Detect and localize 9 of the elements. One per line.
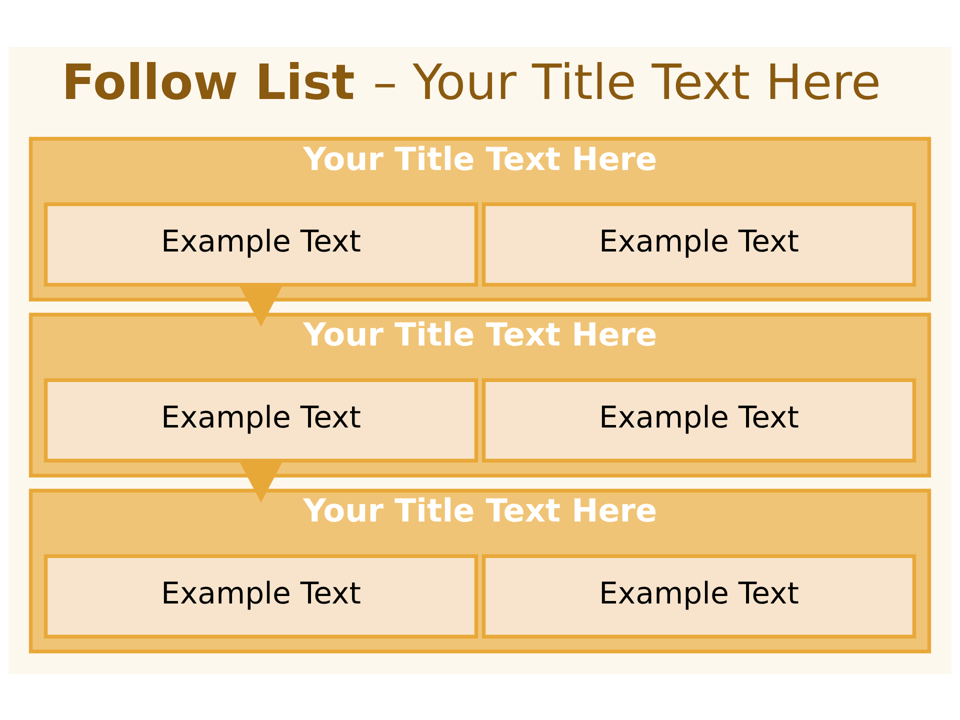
arrow — [240, 462, 282, 502]
node-box: Example Text — [482, 554, 916, 638]
node-box: Example Text — [482, 202, 916, 286]
diagram-title: Follow List – Your Title Text Here — [62, 54, 882, 111]
node-box: Example Text — [482, 378, 916, 462]
node-box: Example Text — [44, 554, 478, 638]
node-box: Example Text — [44, 202, 478, 286]
node-box: Example Text — [44, 378, 478, 462]
arrow — [240, 286, 282, 326]
